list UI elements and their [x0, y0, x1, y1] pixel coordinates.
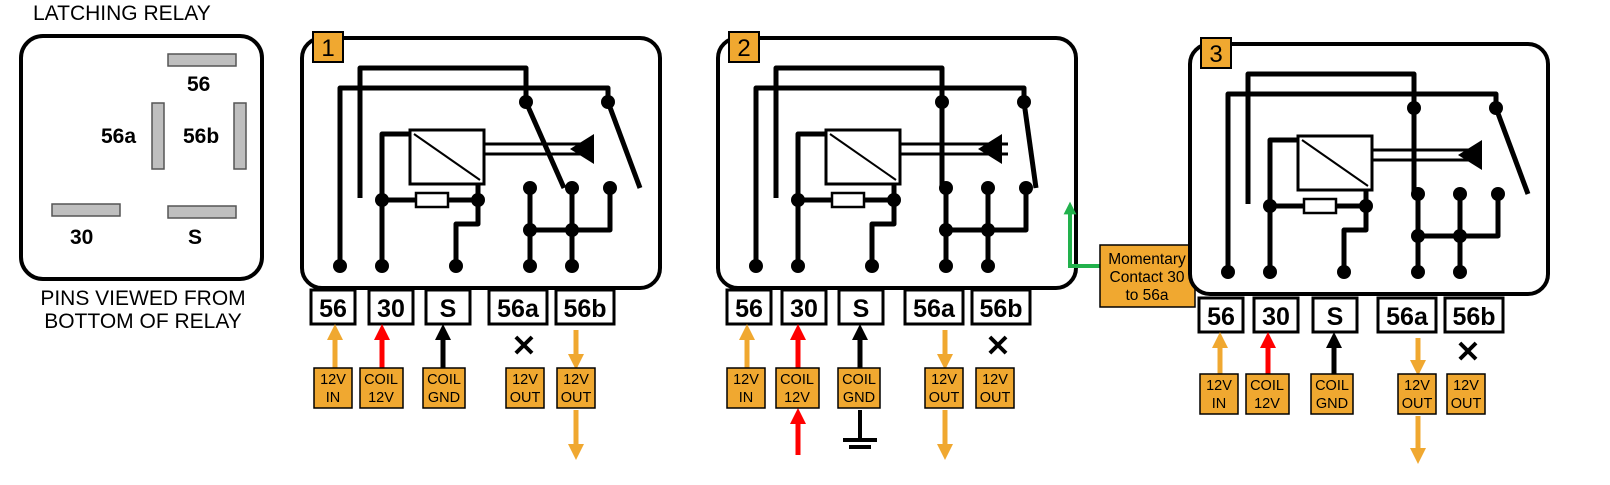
label-in: IN	[1212, 396, 1227, 412]
label-out: OUT	[1402, 396, 1433, 412]
pin-56-shape	[167, 53, 237, 67]
pin-label-56: 56	[735, 295, 763, 323]
label-coil: COIL	[427, 372, 461, 388]
callout-box	[1099, 244, 1196, 308]
ground-symbol-icon	[843, 410, 877, 449]
key-caption-line2: BOTTOM OF RELAY	[44, 310, 242, 333]
label-12v: 12V	[733, 372, 759, 388]
label-in: IN	[739, 390, 754, 406]
label-12v: 12V	[512, 372, 538, 388]
relay-schematic	[302, 38, 660, 288]
label-in: IN	[326, 390, 341, 406]
label-12v: 12V	[982, 372, 1008, 388]
relay-schematic	[1190, 44, 1548, 294]
label-gnd: GND	[428, 390, 460, 406]
label-out: OUT	[929, 390, 960, 406]
label-12v: 12V	[368, 390, 394, 406]
no-connection-icon: ✕	[1455, 336, 1480, 369]
pin-label-56b: 56b	[979, 295, 1022, 323]
pin-label-s: S	[440, 295, 457, 323]
key-title: LATCHING RELAY	[33, 2, 211, 25]
label-out: OUT	[561, 390, 592, 406]
pin-boxes	[725, 288, 1032, 326]
momentary-contact-arrow	[1063, 201, 1100, 268]
callout-line: Momentary	[1108, 251, 1186, 268]
callout-line: to 56a	[1125, 287, 1168, 304]
panel-2: 2 56 30 S 56a 56b ✕ 12V IN COIL 12V COIL	[718, 31, 1196, 461]
key-label-56: 56	[187, 73, 210, 96]
label-out: OUT	[980, 390, 1011, 406]
switch-arrow-icon	[570, 134, 594, 164]
label-coil: COIL	[1250, 378, 1284, 394]
switch-arrow-icon	[978, 134, 1002, 164]
key-label-s: S	[188, 226, 202, 249]
pin-label-56: 56	[1207, 303, 1235, 331]
pin-label-30: 30	[377, 295, 405, 323]
panel-number: 3	[1209, 41, 1222, 68]
pin-label-s: S	[853, 295, 870, 323]
label-12v: 12V	[1206, 378, 1232, 394]
label-12v: 12V	[563, 372, 589, 388]
switch-arrow-icon	[1458, 140, 1482, 170]
key-caption-line1: PINS VIEWED FROM	[40, 287, 245, 310]
key-label-56b: 56b	[183, 125, 219, 148]
label-out: OUT	[510, 390, 541, 406]
pin-boxes	[309, 288, 616, 326]
label-out: OUT	[1451, 396, 1482, 412]
panel-3: 3 56 30 S 56a 56b ✕ 12V IN COIL 12V COIL…	[1190, 37, 1548, 465]
pin-label-s: S	[1327, 303, 1344, 331]
pin-56b-shape	[233, 102, 247, 170]
label-12v: 12V	[1404, 378, 1430, 394]
key-label-56a: 56a	[101, 125, 136, 148]
pin-label-56b: 56b	[563, 295, 606, 323]
pin-56a-shape	[151, 102, 165, 170]
label-coil: COIL	[364, 372, 398, 388]
label-gnd: GND	[1316, 396, 1348, 412]
pin-label-56b: 56b	[1452, 303, 1495, 331]
label-coil: COIL	[1315, 378, 1349, 394]
pin-label-30: 30	[790, 295, 818, 323]
pin-label-56a: 56a	[1386, 303, 1429, 331]
pin-label-30: 30	[1262, 303, 1290, 331]
label-12v: 12V	[1254, 396, 1280, 412]
panel-number: 2	[737, 35, 750, 62]
label-12v: 12V	[320, 372, 346, 388]
pin-s-shape	[167, 205, 237, 219]
no-connection-icon: ✕	[985, 330, 1010, 363]
label-12v: 12V	[784, 390, 810, 406]
panel-number: 1	[321, 35, 334, 62]
pin-key: LATCHING RELAY 56 56a 56b 30 S PINS VIEW…	[19, 2, 264, 333]
pin-label-56a: 56a	[913, 295, 956, 323]
label-12v: 12V	[1453, 378, 1479, 394]
pin-label-56a: 56a	[497, 295, 540, 323]
label-12v: 12V	[931, 372, 957, 388]
label-gnd: GND	[843, 390, 875, 406]
no-connection-icon: ✕	[511, 330, 536, 363]
pin-30-shape	[51, 203, 121, 217]
label-coil: COIL	[780, 372, 814, 388]
callout-line: Contact 30	[1110, 269, 1185, 286]
pin-label-56: 56	[319, 295, 347, 323]
relay-schematic	[718, 38, 1076, 288]
panel-1: 1 56 30 S 56a 56b ✕ 12V IN COIL 12V COIL…	[302, 31, 660, 461]
key-relay-outline	[19, 34, 264, 281]
label-coil: COIL	[842, 372, 876, 388]
pin-boxes	[1197, 296, 1505, 334]
key-label-30: 30	[70, 226, 93, 249]
